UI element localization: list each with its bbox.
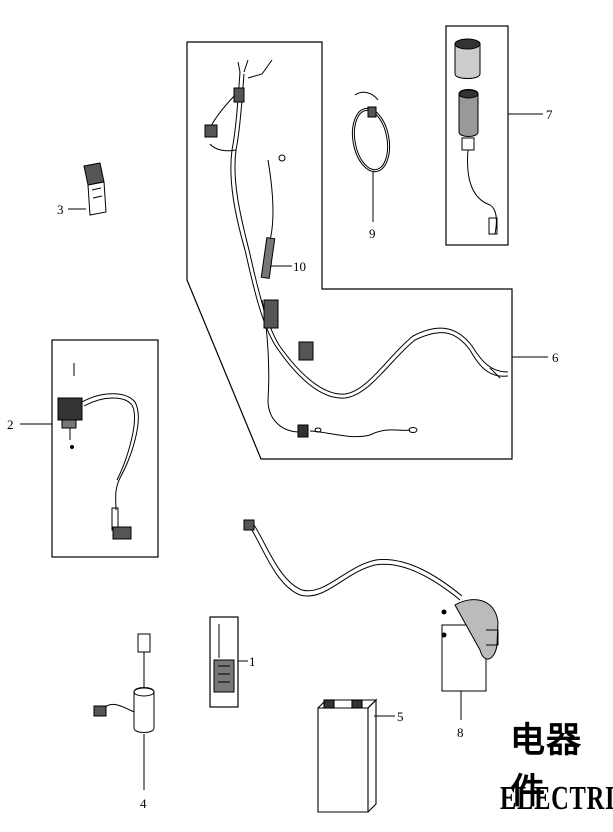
frame-part-2	[51, 339, 159, 558]
callout-4: 4	[140, 796, 147, 811]
leader-lines	[20, 113, 548, 790]
callout-10: 10	[293, 259, 306, 274]
part-4-starter-relay	[93, 633, 155, 733]
callout-numbers: 1 2 3 4 5 6 7 8 9 10	[7, 107, 559, 811]
callout-7: 7	[546, 107, 553, 122]
part-2-ignition-coil	[57, 363, 139, 540]
part-6-wiring-harness	[204, 59, 509, 438]
part-1-regulator	[213, 624, 235, 693]
part-7-horn-relay	[454, 38, 498, 235]
frame-part-1	[209, 616, 239, 708]
callout-6: 6	[552, 350, 559, 365]
part-9-sensor-ring	[351, 91, 391, 173]
callout-9: 9	[369, 226, 376, 241]
callout-8: 8	[457, 725, 464, 740]
frame-part-7	[445, 25, 509, 246]
part-5-battery	[317, 698, 378, 813]
frame-part-6	[186, 41, 513, 460]
part-8-switch-cable	[243, 519, 499, 692]
callout-2: 2	[7, 417, 14, 432]
callout-3: 3	[57, 202, 64, 217]
part-3-connector	[83, 162, 107, 216]
callout-5: 5	[397, 709, 404, 724]
title-chinese: 电器件	[510, 721, 583, 812]
callout-1: 1	[249, 654, 256, 669]
title-english: ELECTRIC	[500, 780, 613, 817]
